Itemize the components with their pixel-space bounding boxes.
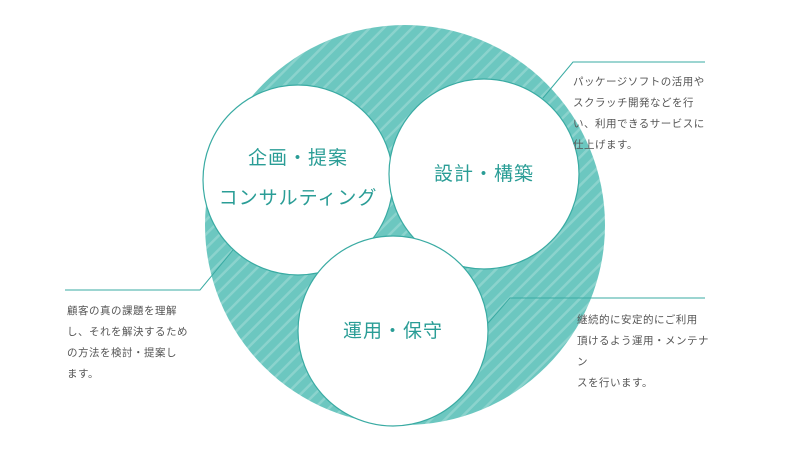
circle-label-operation: 運用・保守 xyxy=(342,320,443,342)
note-operation: 継続的に安定的にご利用 頂けるよう運用・メンテナン スを行います。 xyxy=(577,314,709,389)
connector-line-planning xyxy=(65,243,239,291)
circle-design xyxy=(388,78,580,270)
circle-operation xyxy=(297,235,489,427)
connector-line-design xyxy=(542,61,705,99)
connector-line-operation xyxy=(481,297,705,331)
circle-label-planning: 企画・提案 コンサルティング xyxy=(218,147,378,209)
circle-label-design: 設計・構築 xyxy=(433,163,534,185)
note-planning: 顧客の真の課題を理解 し、それを解決するため の方法を検討・提案し ます。 xyxy=(67,305,188,380)
note-design: パッケージソフトの活用や スクラッチ開発などを行 い、利用できるサービスに 仕上… xyxy=(573,76,705,151)
